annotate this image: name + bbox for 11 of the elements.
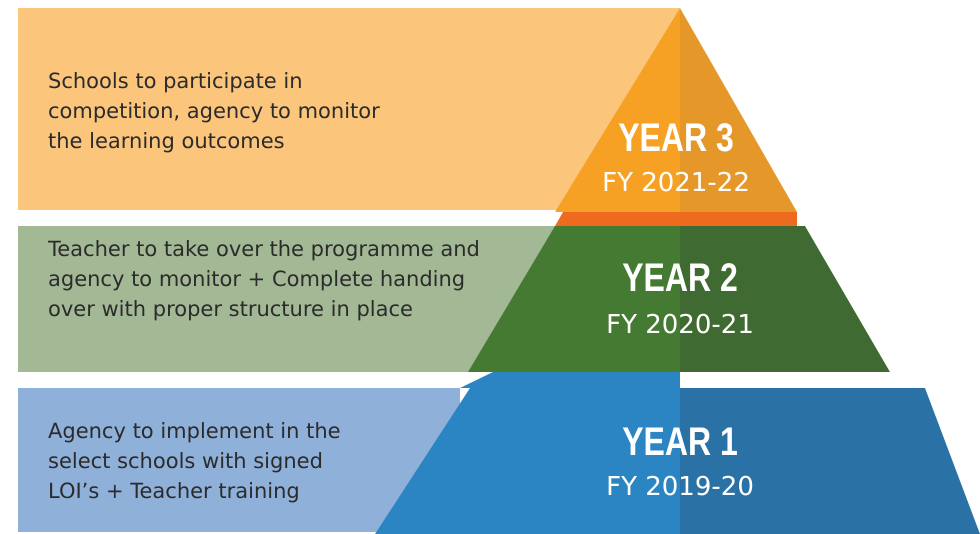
description-text: Schools to participate in competition, agency to monitor the learning outcomes <box>48 68 381 155</box>
year-heading: YEAR 1 <box>621 420 739 465</box>
fiscal-year-text: FY 2021-22 <box>601 168 751 198</box>
description-text: Agency to implement in the select schools with signed LOI’s + Teacher training <box>48 418 342 505</box>
year-heading: YEAR 2 <box>621 256 739 301</box>
year-heading: YEAR 3 <box>617 116 735 161</box>
description-text: Teacher to take over the programme and agency to monitor + Complete handing over with proper structure in place <box>48 236 481 323</box>
fiscal-year-text: FY 2019-20 <box>605 472 755 502</box>
fiscal-year-text: FY 2020-21 <box>605 310 755 340</box>
text-band <box>18 226 555 372</box>
text-band <box>18 388 460 532</box>
